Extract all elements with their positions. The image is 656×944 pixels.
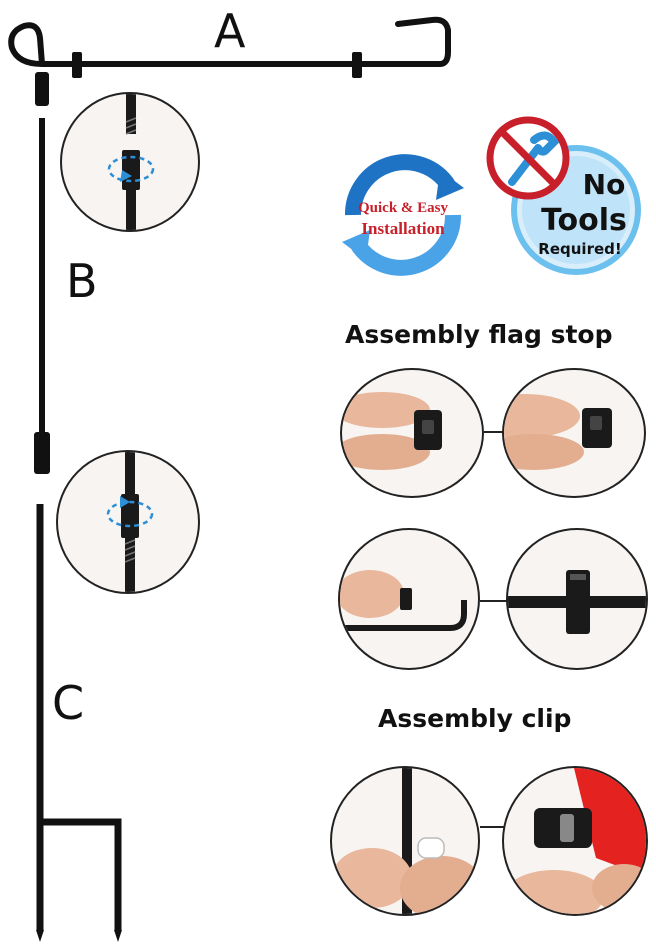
quick-badge-line1: Quick & Easy [358, 200, 449, 216]
part-b-middle-section [34, 118, 50, 474]
quick-easy-badge: Quick & Easy Installation [342, 154, 464, 276]
rotate-arrow-icon [107, 155, 155, 183]
flag-stop-photo-4 [506, 528, 648, 670]
no-tools-line3: Required! [538, 240, 621, 258]
part-label-a: A [214, 4, 246, 58]
clip-photo-2 [502, 766, 648, 916]
clip-heading: Assembly clip [378, 704, 572, 733]
flag-stop-photo-1 [340, 368, 484, 498]
no-tools-line1: No [583, 168, 626, 201]
no-wrench-icon [486, 116, 570, 200]
part-a-top-arm [8, 16, 451, 106]
no-tools-line2: Tools [541, 203, 627, 238]
thread-detail-bottom [56, 450, 200, 594]
clip-connector [480, 826, 504, 828]
flag-stop-connector [484, 431, 504, 433]
part-label-c: C [52, 676, 85, 730]
flag-stop-heading: Assembly flag stop [345, 320, 613, 349]
flag-stop-photo-2 [502, 368, 646, 498]
no-tools-badge: No Tools Required! [486, 116, 641, 275]
quick-badge-line2: Installation [361, 219, 445, 238]
part-c-bottom-stake [36, 504, 122, 942]
flag-stop-photo-3 [338, 528, 480, 670]
thread-detail-top [60, 92, 200, 232]
part-label-b: B [66, 254, 98, 308]
flag-stop-connector-2 [480, 600, 508, 602]
clip-photo-1 [330, 766, 480, 916]
